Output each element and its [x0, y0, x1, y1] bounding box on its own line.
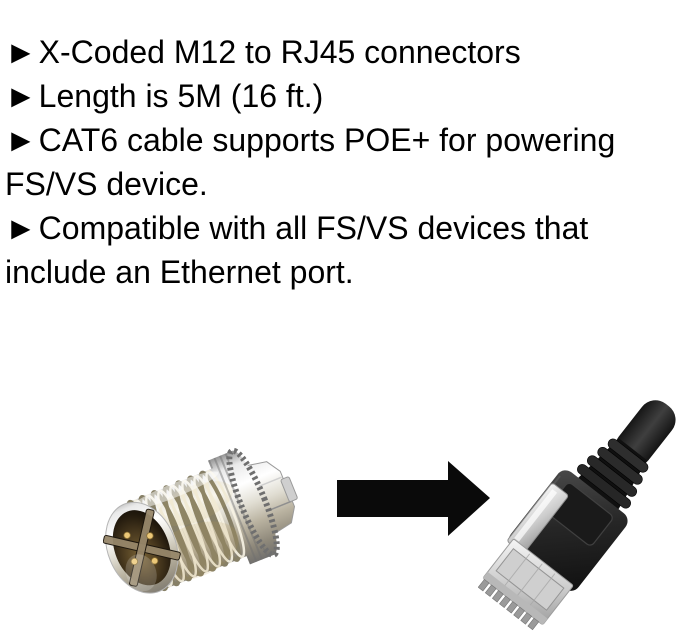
arrow-right-icon [337, 461, 490, 536]
m12-connector-image [103, 447, 298, 594]
connector-conversion-illustration [0, 388, 686, 636]
feature-line: ►X-Coded M12 to RJ45 connectors [5, 30, 615, 74]
m12-x-coding-divider [103, 508, 181, 587]
feature-text: include an Ethernet port. [5, 254, 354, 290]
bullet-icon: ► [5, 78, 37, 114]
feature-line: ►Compatible with all FS/VS devices that [5, 206, 615, 250]
rj45-connector-image [478, 400, 676, 631]
bullet-icon: ► [5, 210, 37, 246]
feature-text: Length is 5M (16 ft.) [38, 78, 324, 114]
feature-text: CAT6 cable supports POE+ for powering [38, 122, 616, 158]
feature-text: X-Coded M12 to RJ45 connectors [38, 34, 521, 70]
feature-text: Compatible with all FS/VS devices that [38, 210, 589, 246]
rj45-plug-body [478, 400, 676, 631]
feature-list: ►X-Coded M12 to RJ45 connectors ►Length … [5, 30, 615, 294]
m12-connector-body [103, 447, 298, 594]
contact-pins [478, 578, 540, 631]
feature-text: FS/VS device. [5, 166, 208, 202]
feature-line: ►Length is 5M (16 ft.) [5, 74, 615, 118]
bullet-icon: ► [5, 122, 37, 158]
arrow-right-shape [337, 461, 490, 536]
feature-line-wrap: FS/VS device. [5, 162, 615, 206]
m12-gold-pins [123, 531, 159, 566]
feature-line: ►CAT6 cable supports POE+ for powering [5, 118, 615, 162]
feature-line-wrap: include an Ethernet port. [5, 250, 615, 294]
bullet-icon: ► [5, 34, 37, 70]
